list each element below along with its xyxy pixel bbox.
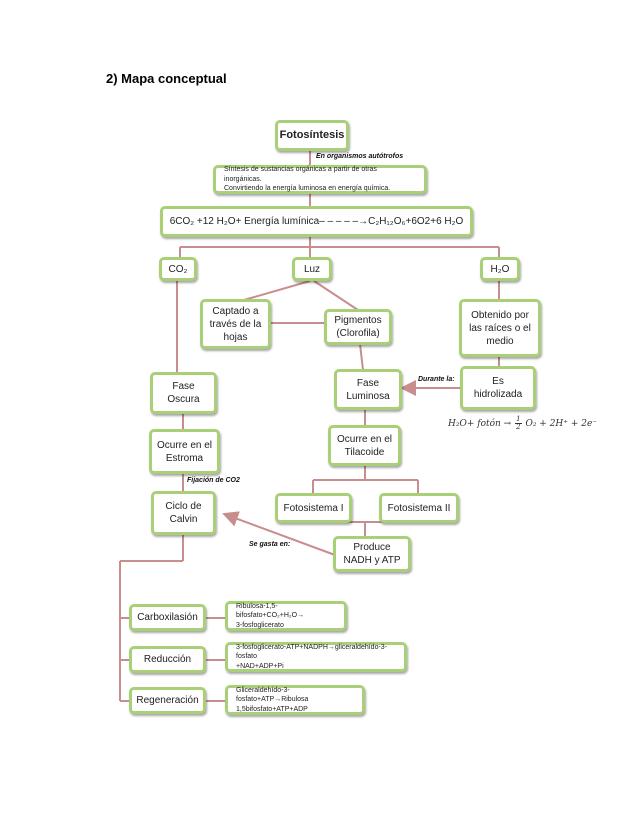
- carbox-detail-line2: 3-fosfoglicerato: [236, 621, 284, 629]
- node-luz: Luz: [292, 257, 332, 281]
- sintesis-text-line2: Convirtiendo la energía luminosa en ener…: [224, 185, 391, 193]
- formula-fraction: 1 2: [515, 415, 522, 431]
- formula-rhs: O₂ + 2H⁺ + 2e⁻: [525, 419, 598, 429]
- line-produce-calvin: [222, 511, 336, 556]
- node-es-hidrolizada: Es hidrolizada: [460, 366, 536, 410]
- page-heading: 2) Mapa conceptual: [106, 71, 227, 86]
- label-durante: Durante la:: [418, 376, 455, 383]
- node-pigmentos: Pigmentos (Clorofila): [324, 309, 392, 345]
- node-ciclo-calvin: Ciclo de Calvin: [151, 491, 216, 535]
- node-sintesis: Síntesis de sustancias orgánicas a parti…: [213, 165, 427, 194]
- node-fotosistema-2: Fotosistema II: [379, 493, 459, 523]
- formula-denominator: 2: [516, 423, 521, 431]
- node-reduccion: Reducción: [129, 646, 206, 673]
- node-co2: CO₂: [159, 257, 197, 281]
- node-fase-oscura: Fase Oscura: [150, 372, 217, 414]
- line-luz-pigmentos: [313, 280, 359, 311]
- node-h2o: H₂O: [480, 257, 520, 281]
- node-ecuacion: 6CO₂ +12 H₂O+ Energía lumínica– – – – –→…: [160, 206, 473, 237]
- node-obtenido: Obtenido por las raíces o el medio: [459, 299, 541, 357]
- carbox-detail-line1: Ribulosa-1,5-bifosfato+CO₂+H₂O→: [236, 602, 305, 620]
- reduc-detail-line1: 3-fosfoglicerato-ATP+NADPH→gliceraldehíd…: [236, 643, 388, 661]
- node-regen-detail: Gliceraldehído-3-fosfato+ATP→Ribulosa 1,…: [225, 685, 365, 715]
- line-pigmentos-faseluminosa: [359, 343, 364, 371]
- regen-detail-line2: 1,5bifosfato+ATP+ADP: [236, 705, 308, 713]
- formula-numerator: 1: [515, 415, 522, 424]
- label-en-organismos: En organismos autótrofos: [316, 153, 404, 160]
- node-produce: Produce NADH y ATP: [333, 536, 411, 572]
- reduc-detail-line2: +NAD+ADP+Pi: [236, 662, 284, 670]
- regen-detail-line1: Gliceraldehído-3-fosfato+ATP→Ribulosa: [236, 686, 309, 704]
- label-fijacion: Fijación de CO2: [187, 477, 240, 484]
- sintesis-text-line1: Síntesis de sustancias orgánicas a parti…: [224, 166, 377, 183]
- node-regeneracion: Regeneración: [129, 687, 206, 714]
- node-fotosistema-1: Fotosistema I: [275, 493, 352, 523]
- label-se-gasta: Se gasta en:: [249, 541, 291, 548]
- node-captado: Captado a través de la hojas: [200, 299, 271, 349]
- node-carboxilacion: Carboxilasión: [129, 604, 206, 631]
- node-ocurre-tilacoide: Ocurre en el Tilacoide: [328, 425, 401, 466]
- node-fotosintesis: Fotosíntesis: [275, 120, 349, 151]
- node-ocurre-estroma: Ocurre en el Estroma: [149, 429, 220, 474]
- formula-lhs: H₂O+ fotón →: [448, 419, 512, 429]
- node-reduc-detail: 3-fosfoglicerato-ATP+NADPH→gliceraldehíd…: [225, 642, 407, 672]
- line-luz-captado: [243, 280, 311, 301]
- node-fase-luminosa: Fase Luminosa: [334, 369, 402, 410]
- water-splitting-formula: H₂O+ fotón → 1 2 O₂ + 2H⁺ + 2e⁻: [448, 416, 597, 431]
- node-carbox-detail: Ribulosa-1,5-bifosfato+CO₂+H₂O→ 3-fosfog…: [225, 601, 347, 631]
